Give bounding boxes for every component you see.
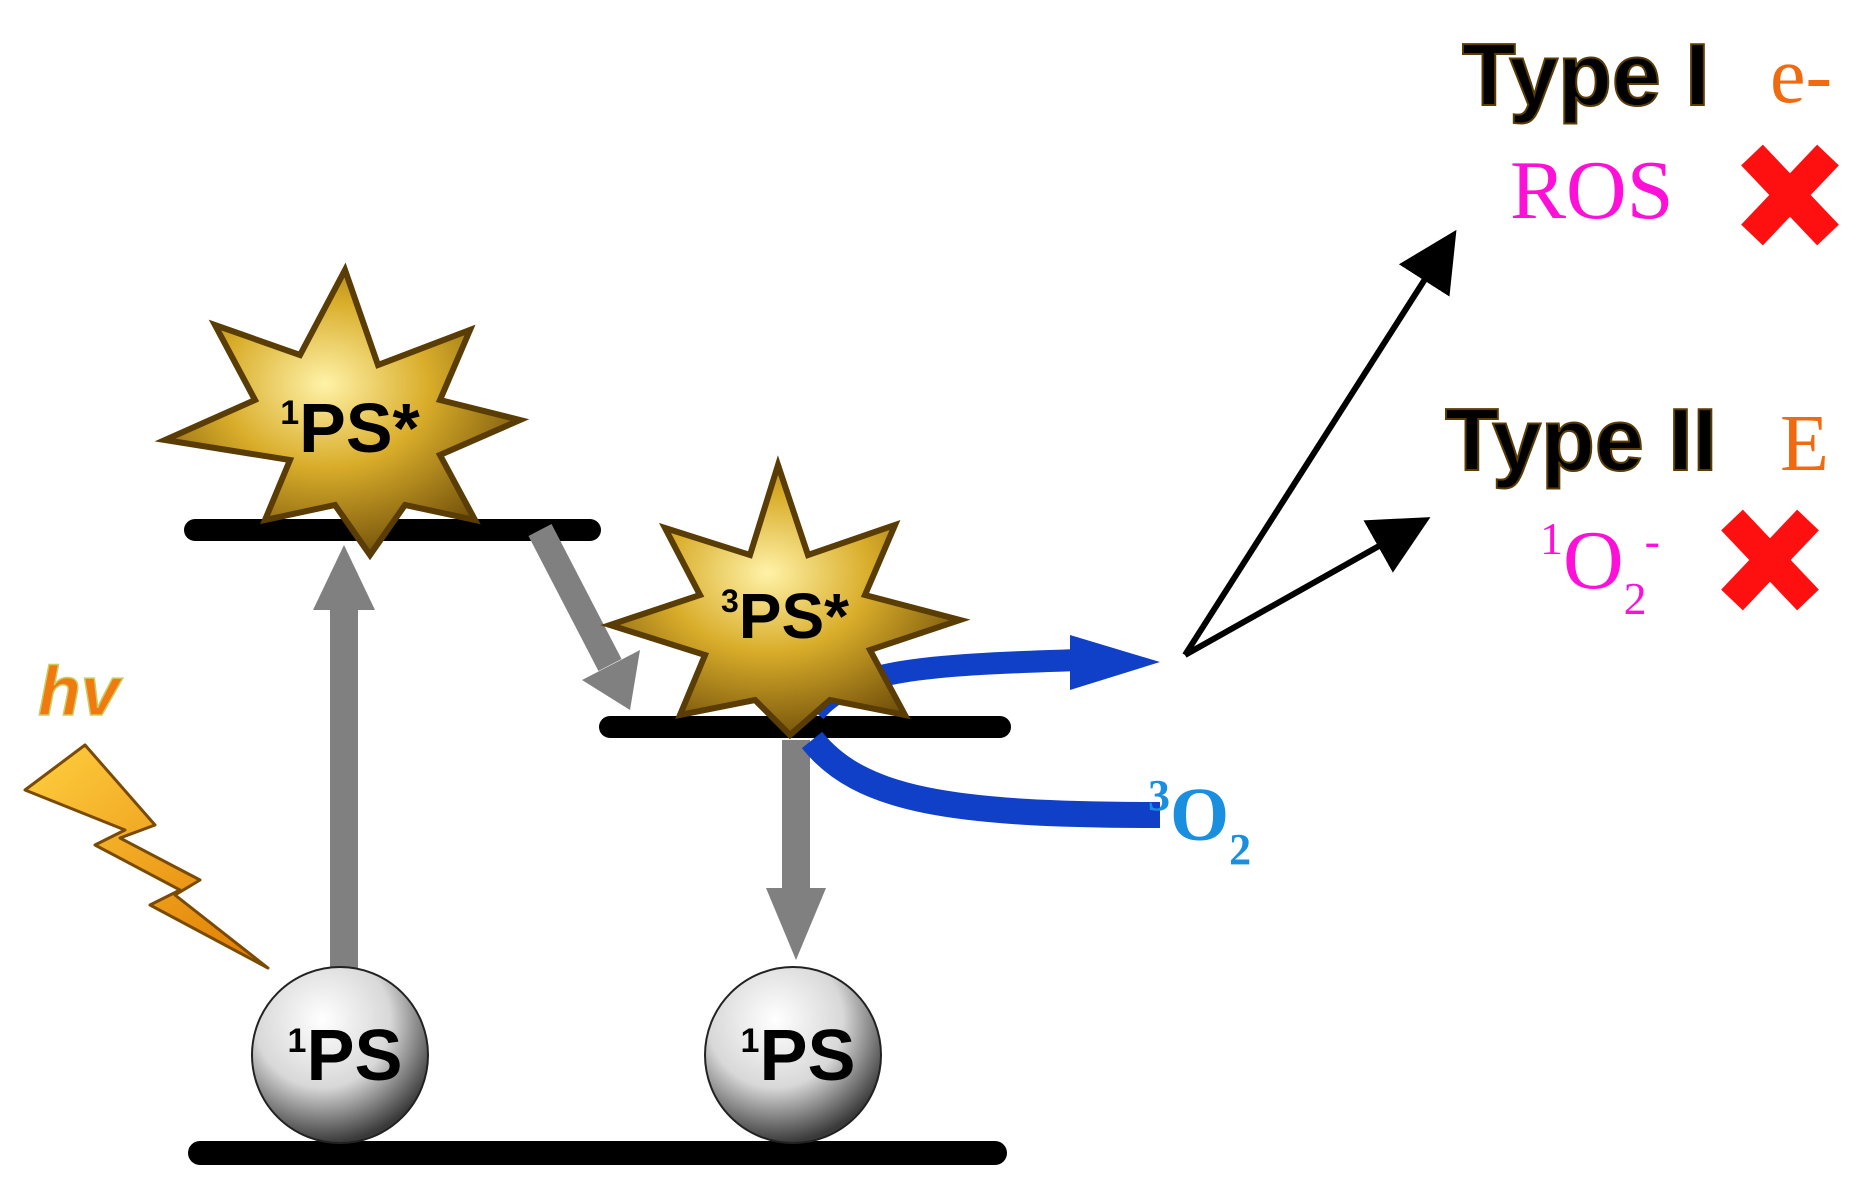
ground-left-label: PS [306,1016,402,1096]
triplet-excited-ps-star: 3PS* [600,455,971,740]
singlet-excited-label: PS* [299,389,420,467]
type2-species-label: O [1563,514,1624,607]
type1-mark: e- [1770,32,1832,120]
lightning-bolt-icon [23,743,270,970]
type1-label: Type I [1462,25,1710,124]
type1-species: ROS [1510,144,1673,237]
oxygen-label: O [1170,773,1229,857]
oxygen-transfer-arrowhead [1070,635,1160,690]
oxygen-sup: 3 [1148,771,1170,820]
ground-ps-sphere-right: 1PS [704,966,882,1144]
svg-text:1PS: 1PS [288,1016,403,1096]
ground-right-label: PS [759,1016,855,1096]
type1-pathway-arrow [1182,229,1457,657]
excitation-arrow [313,545,375,980]
type2-species-sub: 2 [1624,573,1647,624]
light-label: hv [38,652,124,730]
svg-text:1PS*: 1PS* [280,389,420,467]
type2-label: Type II [1445,390,1717,489]
ground-right-sup: 1 [741,1022,760,1060]
svg-text:1O2-: 1O2 - [1540,513,1660,624]
singlet-excited-ps-star: 1PS* [154,262,530,561]
intersystem-crossing-arrow [528,524,640,710]
type2-blocked-cross-icon [1721,509,1819,611]
triplet-excited-sup: 3 [721,583,739,619]
oxygen-sub: 2 [1229,825,1251,874]
decay-arrow [766,740,826,960]
type2-mark: E [1780,400,1829,488]
type1-blocked-cross-icon [1741,144,1839,246]
singlet-excited-sup: 1 [280,394,299,432]
svg-text:3O2: 3O2 [1148,771,1251,874]
type2-species-sup: 1 [1540,513,1563,564]
type2-species-charge: - [1645,515,1660,566]
oxygen-transfer-lower-curve [801,731,1161,828]
svg-text:3PS*: 3PS* [721,580,849,652]
ground-ps-sphere-left: 1PS [251,966,429,1144]
svg-text:1PS: 1PS [741,1016,856,1096]
type2-pathway-arrow [1183,517,1431,658]
triplet-excited-label: PS* [739,580,849,652]
ground-left-sup: 1 [288,1022,307,1060]
